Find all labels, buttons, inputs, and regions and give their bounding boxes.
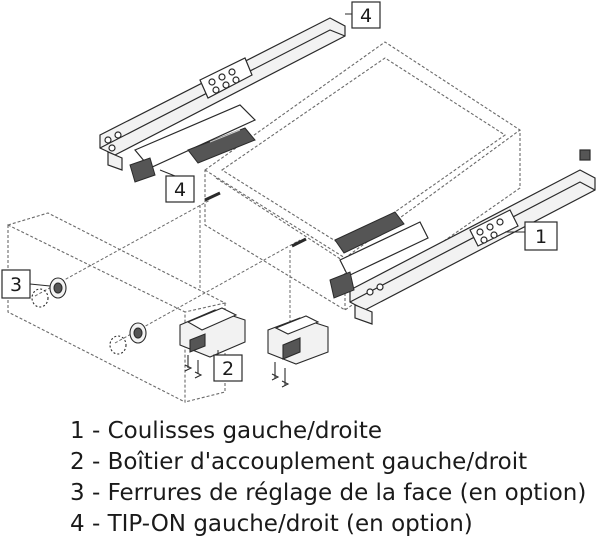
- tipon-left: [129, 127, 256, 183]
- legend-separator: -: [84, 418, 108, 444]
- callout-2: 2: [213, 350, 243, 382]
- callout-4-top: 4: [345, 1, 381, 29]
- assembly-diagram: 1 2 3 4 4: [1, 1, 596, 403]
- legend-item-4: 4 - TIP-ON gauche/droit (en option): [70, 509, 600, 540]
- legend-number: 2: [70, 449, 85, 475]
- slide-left: [99, 17, 346, 171]
- parts-legend: 1 - Coulisses gauche/droite 2 - Boîtier …: [70, 416, 600, 540]
- alignment-lines: [34, 199, 301, 344]
- legend-number: 4: [70, 511, 85, 537]
- legend-item-1: 1 - Coulisses gauche/droite: [70, 416, 600, 447]
- slide-right: [339, 149, 596, 325]
- tipon-right: [329, 211, 405, 299]
- legend-text: Ferrures de réglage de la face (en optio…: [107, 480, 587, 506]
- callout-3-label: 3: [10, 274, 22, 296]
- legend-separator: -: [84, 480, 108, 506]
- legend-text: TIP-ON gauche/droit (en option): [107, 511, 473, 537]
- legend-item-3: 3 - Ferrures de réglage de la face (en o…: [70, 478, 600, 509]
- legend-text: Coulisses gauche/droite: [107, 418, 383, 444]
- callout-4-top-label: 4: [360, 5, 372, 27]
- coupling-left: [179, 307, 246, 379]
- legend-text: Boîtier d'accouplement gauche/droit: [107, 449, 528, 475]
- coupling-right: [267, 315, 329, 388]
- callout-1: 1: [505, 221, 558, 251]
- callout-4-mid: 4: [159, 169, 195, 203]
- callout-1-label: 1: [535, 226, 547, 248]
- callout-4-mid-label: 4: [174, 179, 186, 201]
- legend-separator: -: [84, 449, 108, 475]
- front-adjusters: [31, 191, 307, 355]
- callout-3: 3: [1, 269, 51, 299]
- legend-number: 1: [70, 418, 85, 444]
- callout-2-label: 2: [222, 358, 234, 380]
- legend-number: 3: [70, 480, 85, 506]
- legend-separator: -: [84, 511, 108, 537]
- legend-item-2: 2 - Boîtier d'accouplement gauche/droit: [70, 447, 600, 478]
